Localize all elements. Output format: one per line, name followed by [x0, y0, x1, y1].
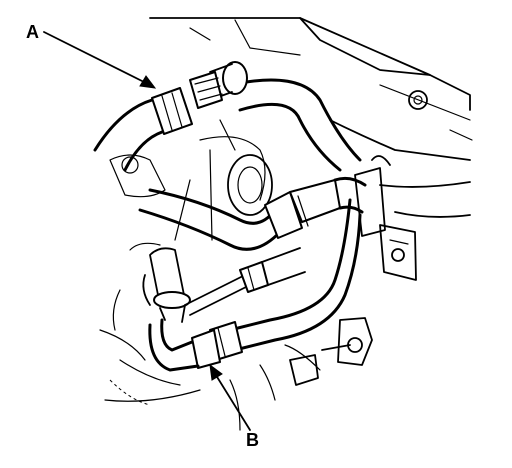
- sensor-assembly: [112, 242, 191, 331]
- middle-housing: [109, 119, 273, 241]
- center-pipe: [138, 176, 367, 251]
- lower-hose: [148, 198, 362, 372]
- engine-block-outline: [149, 17, 473, 218]
- callout-b-label: B: [246, 430, 259, 450]
- lower-left-structure: [99, 329, 241, 431]
- lower-connector: [259, 317, 373, 401]
- callout-b: B: [209, 363, 259, 450]
- callout-a: A: [26, 22, 157, 89]
- upper-hose: [93, 61, 362, 172]
- thin-pipe: [184, 247, 306, 316]
- bracket: [354, 155, 417, 281]
- callout-a-label: A: [26, 22, 39, 42]
